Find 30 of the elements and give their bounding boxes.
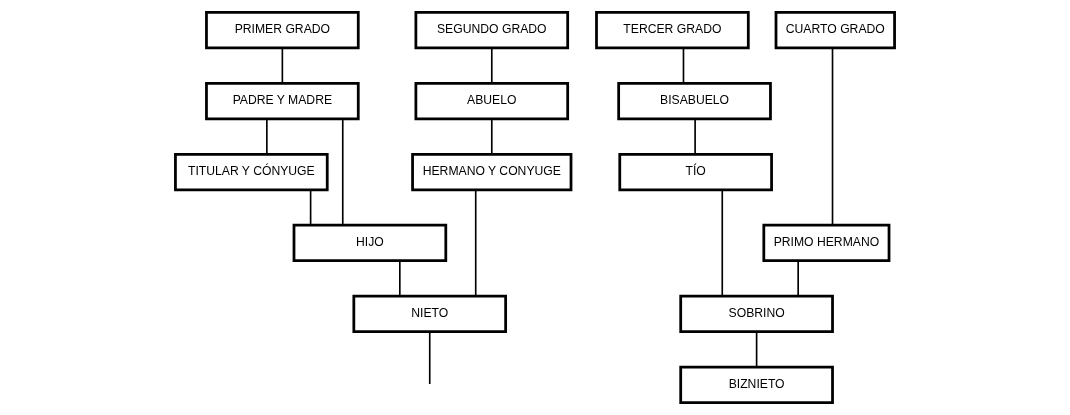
connector: [474, 189, 477, 297]
connector: [694, 118, 696, 155]
connector: [682, 47, 685, 84]
node-box: PRIMO HERMANO: [762, 223, 891, 263]
connector: [490, 118, 493, 155]
node-box: TITULAR Y CÓNYUGE: [174, 152, 329, 192]
connector: [399, 260, 401, 297]
node-box: HIJO: [292, 223, 448, 263]
node-box: PRIMER GRADO: [205, 11, 360, 50]
node-box: TÍO: [618, 152, 773, 192]
connector: [721, 189, 724, 297]
connector: [831, 47, 834, 226]
connector: [428, 330, 431, 385]
connector: [266, 118, 268, 155]
connector: [309, 189, 312, 226]
node-box: TERCER GRADO: [595, 11, 750, 50]
node-box: PADRE Y MADRE: [205, 82, 360, 121]
node-box: BISABUELO: [617, 82, 772, 121]
node-box: NIETO: [352, 294, 508, 333]
node-box: SEGUNDO GRADO: [414, 11, 570, 50]
connector: [490, 47, 493, 84]
connector: [281, 47, 284, 84]
node-box: CUARTO GRADO: [774, 11, 896, 50]
node-box: SOBRINO: [679, 294, 834, 333]
connector: [755, 330, 758, 368]
node-box: ABUELO: [414, 82, 570, 121]
node-box: BIZNIETO: [679, 365, 834, 404]
connector: [341, 118, 344, 226]
connector: [797, 260, 799, 297]
node-box: HERMANO Y CONYUGE: [411, 152, 573, 192]
